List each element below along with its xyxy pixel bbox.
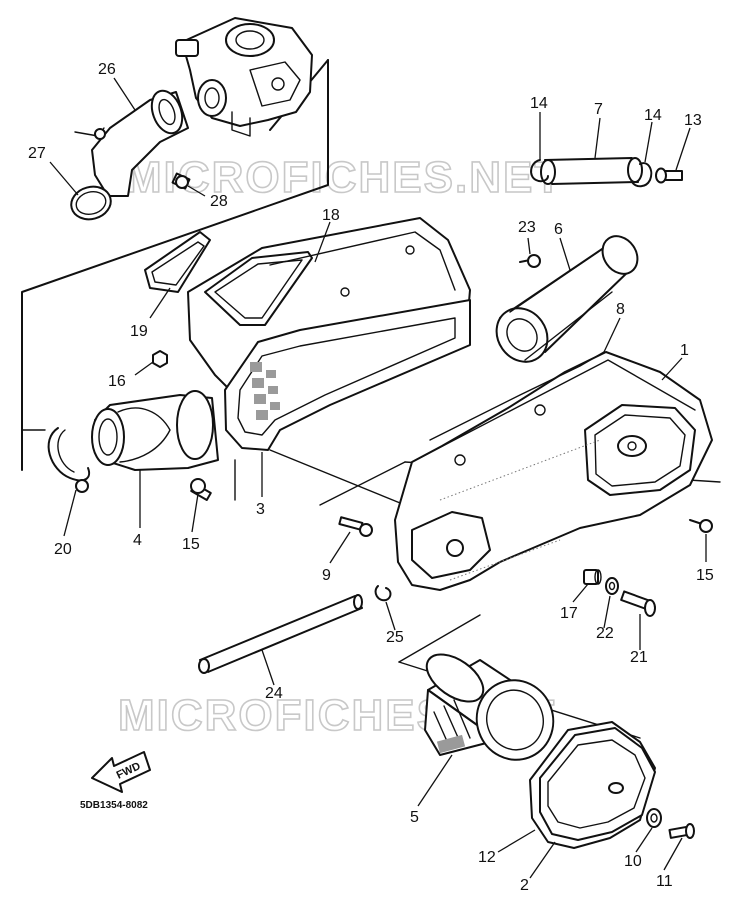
hose-part-24 xyxy=(198,594,363,674)
joint-part-4 xyxy=(91,390,219,471)
clip-part-25 xyxy=(374,585,392,602)
callout-8: 8 xyxy=(616,301,625,318)
air-cleaner-case-part-1 xyxy=(394,351,713,591)
clip-part-14-right xyxy=(631,162,653,188)
callout-4: 4 xyxy=(133,532,142,549)
callout-2: 2 xyxy=(520,877,529,894)
gasket-part-19 xyxy=(144,231,211,293)
callout-12: 12 xyxy=(478,849,496,866)
nut-part-16 xyxy=(152,350,168,368)
callout-27: 27 xyxy=(28,145,46,162)
callout-26: 26 xyxy=(98,61,116,78)
watermark-top: MICROFICHES.NET xyxy=(125,153,563,202)
screw-part-15-right xyxy=(689,519,713,533)
callout-14-right: 14 xyxy=(644,107,662,124)
carburetor-part xyxy=(175,17,313,137)
screw-part-11 xyxy=(668,823,695,839)
collar-part-17 xyxy=(583,569,602,585)
screw-part-23 xyxy=(519,254,541,268)
pipe-part-7 xyxy=(540,157,643,185)
forward-arrow-icon: FWD xyxy=(91,751,151,793)
callout-labels: 26 27 28 18 19 16 20 4 15 3 23 6 14 7 14… xyxy=(28,61,714,894)
callout-7: 7 xyxy=(594,101,603,118)
washer-part-22 xyxy=(605,577,619,595)
washer-part-10 xyxy=(646,808,662,828)
clamp-part-20 xyxy=(47,427,90,493)
callout-14-left: 14 xyxy=(530,95,548,112)
callout-11: 11 xyxy=(656,873,673,890)
clip-part-14-left xyxy=(530,159,549,183)
filter-element-part-5 xyxy=(424,653,555,761)
callout-19: 19 xyxy=(130,323,148,340)
callout-21: 21 xyxy=(630,649,648,666)
callout-1: 1 xyxy=(680,342,689,359)
reference-code: 5DB1354-8082 xyxy=(80,800,148,811)
callout-18: 18 xyxy=(322,207,340,224)
callout-15-left: 15 xyxy=(182,536,200,553)
intake-joint-part-26 xyxy=(74,89,189,197)
bolt-part-21 xyxy=(620,590,656,617)
callout-22: 22 xyxy=(596,625,614,642)
callout-6: 6 xyxy=(554,221,563,238)
callout-28: 28 xyxy=(210,193,228,210)
screw-part-15-left xyxy=(190,478,212,501)
callout-3: 3 xyxy=(256,501,265,518)
callout-5: 5 xyxy=(410,809,419,826)
band-clamp-part-27 xyxy=(70,185,112,221)
leader-lines xyxy=(49,77,707,879)
callout-10: 10 xyxy=(624,853,642,870)
callout-15-right: 15 xyxy=(696,567,714,584)
callout-24: 24 xyxy=(265,685,283,702)
callout-17: 17 xyxy=(560,605,578,622)
callout-13: 13 xyxy=(684,112,702,129)
callout-25: 25 xyxy=(386,629,404,646)
callout-20: 20 xyxy=(54,541,72,558)
gasket-part-3 xyxy=(224,299,471,451)
callout-23: 23 xyxy=(518,219,536,236)
seal-part-8 xyxy=(429,351,605,441)
case-cover-part-2 xyxy=(539,727,656,841)
screw-part-9 xyxy=(338,516,373,537)
screw-part-13 xyxy=(655,167,683,184)
callout-16: 16 xyxy=(108,373,126,390)
element-part-6 xyxy=(495,235,639,363)
callout-9: 9 xyxy=(322,567,331,584)
screw-part-28 xyxy=(171,172,191,190)
